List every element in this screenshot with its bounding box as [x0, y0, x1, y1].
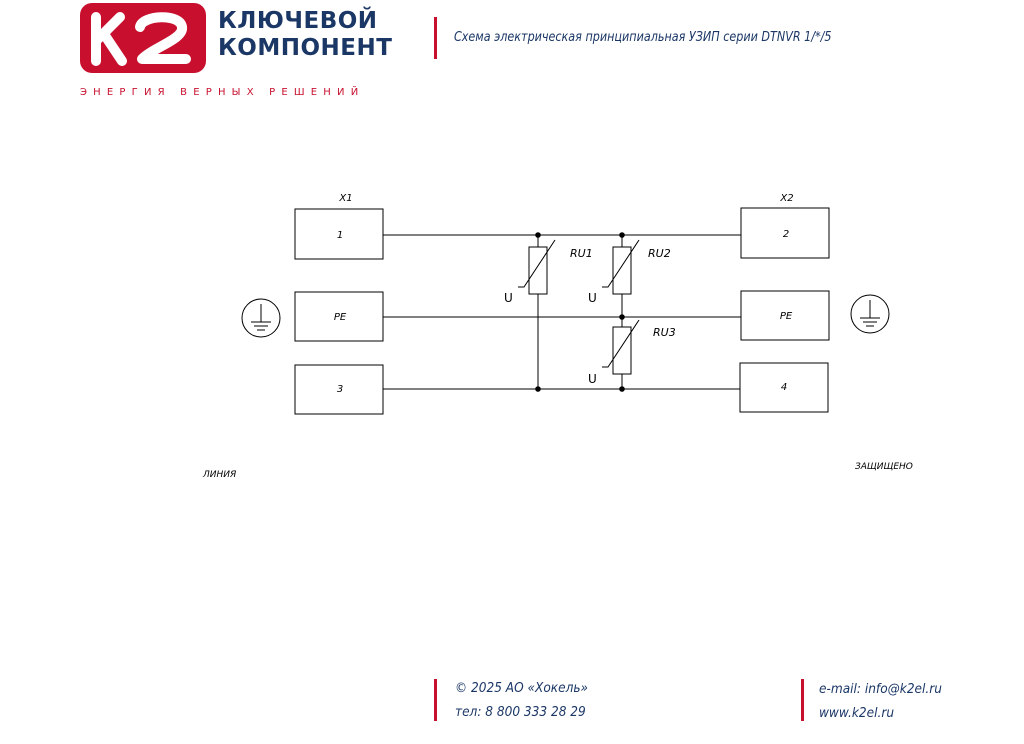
varistor-ru2-slash: [602, 239, 640, 288]
terminal-x1-1: [294, 208, 384, 260]
logo: [80, 3, 206, 73]
varistor-symbol-u: U: [588, 291, 597, 305]
ground-icon-right: [850, 294, 890, 334]
terminal-label: 4: [781, 382, 787, 393]
junction-dot: [619, 386, 625, 392]
connector-label-x2: X2: [779, 193, 793, 204]
terminal-x2-2: [740, 207, 830, 259]
terminal-label: 3: [337, 384, 343, 395]
varistor-label-ru3: RU3: [653, 326, 676, 339]
side-label-protected: ЗАЩИЩЕНО: [855, 462, 913, 472]
brand-name: КЛЮЧЕВОЙ КОМПОНЕНТ: [218, 8, 392, 62]
junction-dot: [535, 232, 541, 238]
slogan: ЭНЕРГИЯ ВЕРНЫХ РЕШЕНИЙ: [80, 87, 365, 98]
terminal-label: PE: [334, 312, 347, 323]
brand-line-1: КЛЮЧЕВОЙ: [218, 8, 378, 34]
junction-dot: [619, 232, 625, 238]
ground-icon-left: [241, 298, 281, 338]
footer-phone[interactable]: тел: 8 800 333 28 29: [455, 704, 586, 720]
header-divider: [434, 17, 437, 59]
varistor-ru1: [528, 246, 548, 295]
varistor-label-ru1: RU1: [570, 247, 593, 260]
brand-line-2: КОМПОНЕНТ: [218, 35, 393, 61]
footer-website[interactable]: www.k2el.ru: [819, 705, 895, 721]
varistor-ru3: [612, 326, 632, 375]
terminal-label: PE: [780, 311, 793, 322]
junction-dot: [619, 314, 625, 320]
terminal-x2-pe: [740, 290, 830, 341]
footer-divider-left: [434, 679, 437, 721]
varistor-ru1-slash: [518, 239, 556, 288]
terminal-x2-4: [739, 362, 829, 413]
terminal-label: 2: [783, 229, 789, 240]
junction-dot: [535, 386, 541, 392]
terminal-label: 1: [337, 230, 343, 241]
footer-email[interactable]: e-mail: info@k2el.ru: [819, 681, 942, 697]
connector-label-x1: X1: [338, 193, 352, 204]
side-label-line: ЛИНИЯ: [202, 470, 236, 480]
varistor-symbol-u: U: [504, 291, 513, 305]
logo-mark: [91, 12, 191, 66]
varistor-label-ru2: RU2: [648, 247, 671, 260]
footer-copyright: © 2025 АО «Хокель»: [455, 680, 589, 696]
varistor-ru3-slash: [602, 319, 640, 368]
varistor-ru2: [612, 246, 632, 295]
varistor-symbol-u: U: [588, 372, 597, 386]
footer-divider-right: [801, 679, 804, 721]
page-title: Схема электрическая принципиальная УЗИП …: [454, 30, 832, 45]
